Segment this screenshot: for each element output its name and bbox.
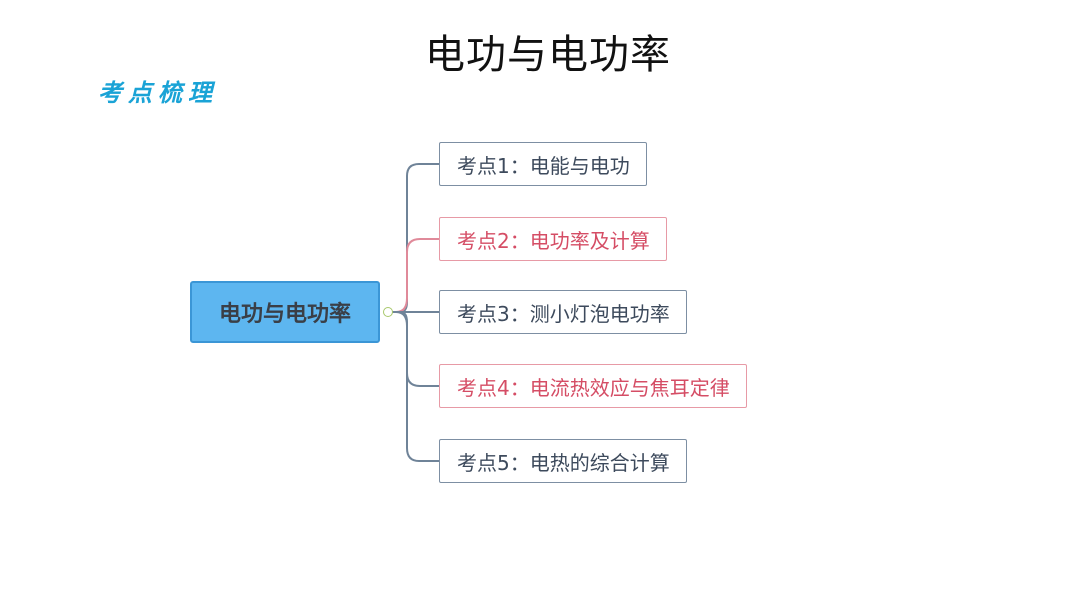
branch-node-3[interactable]: 考点3：测小灯泡电功率 (439, 290, 687, 334)
connector-branch-5 (391, 311, 439, 462)
mindmap-root-node[interactable]: 电功与电功率 (190, 281, 380, 343)
connector-branch-4 (391, 311, 439, 387)
connector-branch-2 (391, 238, 439, 313)
collapse-toggle-icon[interactable] (383, 307, 393, 317)
page-title: 电功与电功率 (425, 32, 671, 78)
branch-node-5[interactable]: 考点5：电热的综合计算 (439, 439, 687, 483)
branch-node-1[interactable]: 考点1：电能与电功 (439, 142, 647, 186)
branch-node-4[interactable]: 考点4：电流热效应与焦耳定律 (439, 364, 747, 408)
section-title: 考点梳理 (98, 78, 218, 107)
branch-node-2[interactable]: 考点2：电功率及计算 (439, 217, 667, 261)
